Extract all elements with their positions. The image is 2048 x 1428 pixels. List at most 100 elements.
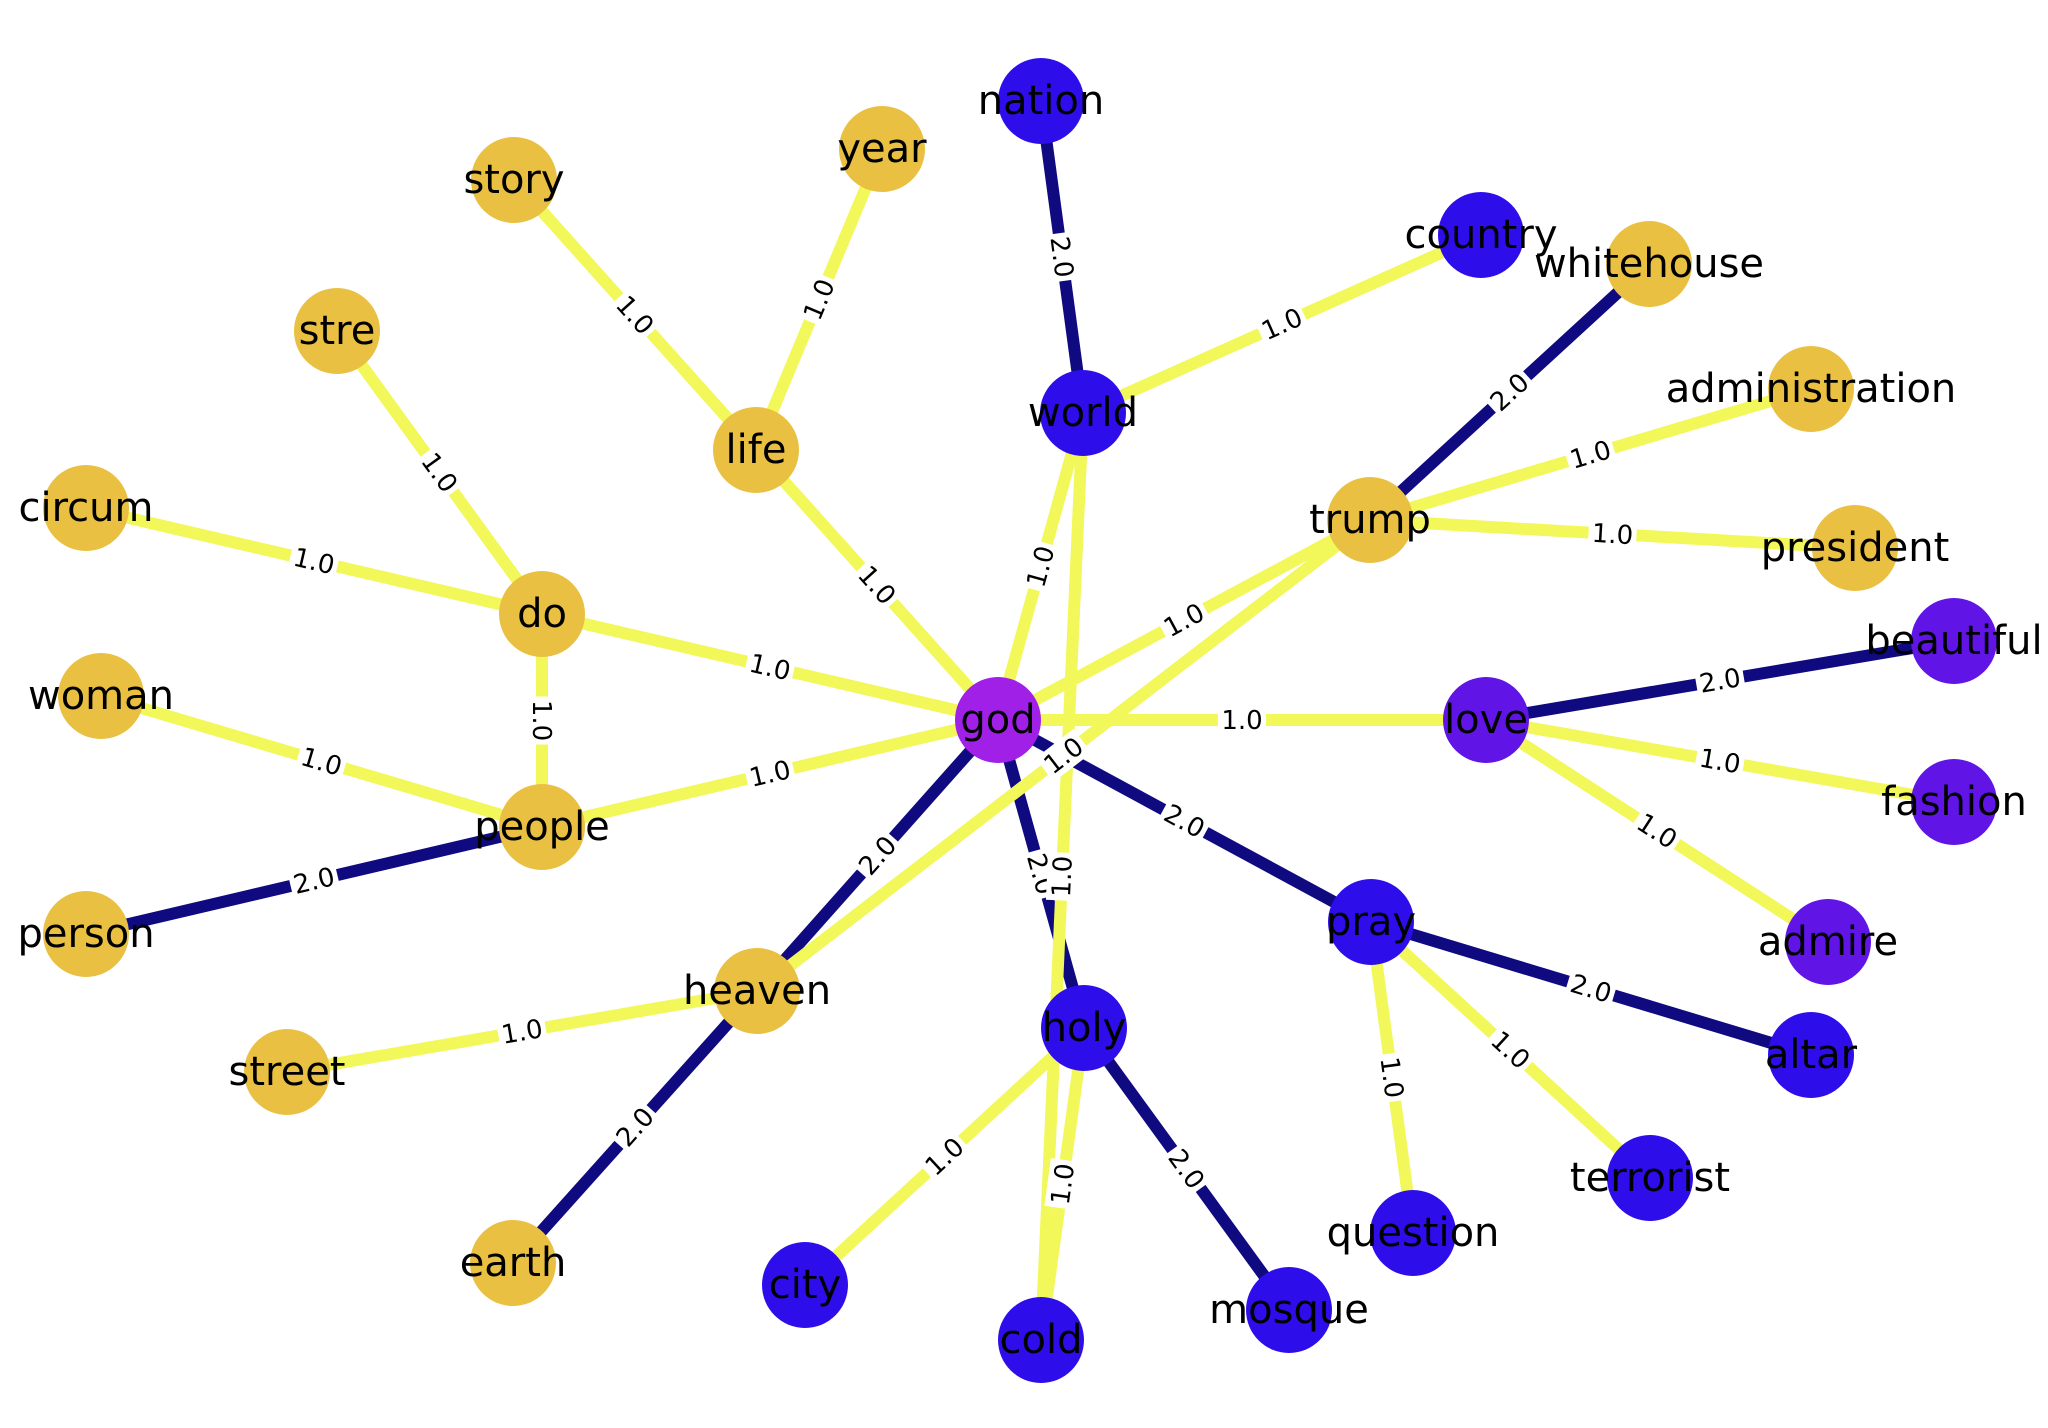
- node-president[interactable]: [1812, 505, 1898, 591]
- node-label-mosque: mosque: [1209, 1287, 1369, 1333]
- node-year[interactable]: [839, 106, 925, 192]
- edge-label-group: 1.0: [1693, 742, 1747, 781]
- node-label-trump: trump: [1309, 497, 1431, 543]
- node-cold[interactable]: [998, 1297, 1084, 1383]
- node-trump[interactable]: [1327, 477, 1413, 563]
- edge-label-box: [287, 860, 341, 901]
- node-heaven[interactable]: [714, 948, 800, 1034]
- node-label-question: question: [1327, 1210, 1500, 1256]
- node-label-beautiful: beautiful: [1865, 618, 2042, 664]
- edge-label-group: 2.0: [1043, 231, 1081, 283]
- edge-label-box: [413, 444, 466, 501]
- edge-label-group: 2.0: [1563, 967, 1619, 1010]
- node-label-cold: cold: [1000, 1317, 1083, 1363]
- node-story[interactable]: [471, 137, 557, 223]
- node-whitehouse[interactable]: [1606, 221, 1692, 307]
- edge-label-group: 2.0: [287, 860, 341, 901]
- edge-label-group: 1.0: [495, 1012, 549, 1051]
- edge-label-box: [916, 1129, 973, 1184]
- node-terrorist[interactable]: [1607, 1135, 1693, 1221]
- node-woman[interactable]: [58, 653, 144, 739]
- node-label-country: country: [1405, 212, 1558, 258]
- node-label-street: street: [229, 1049, 346, 1095]
- node-country[interactable]: [1438, 192, 1524, 278]
- node-person[interactable]: [43, 891, 129, 977]
- edge-label-group: 1.0: [1218, 705, 1266, 736]
- edge-label-box: [1155, 595, 1213, 645]
- node-fashion[interactable]: [1911, 759, 1997, 845]
- node-city[interactable]: [762, 1242, 848, 1328]
- node-label-whitehouse: whitehouse: [1534, 241, 1764, 287]
- node-beautiful[interactable]: [1911, 598, 1997, 684]
- edge-label-group: 2.0: [1693, 661, 1747, 700]
- node-label-holy: holy: [1042, 1005, 1127, 1051]
- node-labels-layer: godnationyearstorycountrywhitehousestrea…: [17, 78, 2042, 1363]
- edge-weight-label: 1.0: [526, 700, 556, 741]
- edge-label-box: [1693, 742, 1747, 780]
- edge-label-group: 1.0: [1587, 517, 1638, 551]
- node-pray[interactable]: [1328, 879, 1414, 965]
- node-life[interactable]: [713, 407, 799, 493]
- edge-label-box: [1563, 433, 1618, 476]
- edge-label-group: 1.0: [526, 696, 557, 745]
- edge-weight-label: 1.0: [297, 742, 345, 783]
- edge-weight-label: 2.0: [1043, 235, 1078, 280]
- node-label-people: people: [474, 804, 610, 850]
- edge-weight-label: 1.0: [1567, 435, 1615, 476]
- node-altar[interactable]: [1768, 1012, 1854, 1098]
- edge-label-box: [849, 557, 905, 613]
- edge-label-box: [1628, 805, 1686, 857]
- node-label-world: world: [1028, 390, 1138, 436]
- node-people[interactable]: [499, 784, 585, 870]
- edge-weight-label: 2.0: [1697, 663, 1743, 699]
- edge-weight-label: 1.0: [1373, 1055, 1408, 1100]
- node-label-year: year: [837, 126, 927, 172]
- node-do[interactable]: [499, 571, 585, 657]
- node-mosque[interactable]: [1246, 1267, 1332, 1353]
- edge-weight-label: 1.0: [1046, 1162, 1081, 1207]
- edge-label-box: [1044, 1158, 1081, 1210]
- edge-label-box: [607, 287, 663, 343]
- edge-label-box: [1587, 517, 1638, 551]
- node-nation[interactable]: [998, 58, 1084, 144]
- node-label-circum: circum: [19, 485, 154, 531]
- edge-label-box: [795, 271, 843, 328]
- node-god[interactable]: [955, 677, 1041, 763]
- node-label-terrorist: terrorist: [1570, 1155, 1730, 1201]
- edge-weight-label: 1.0: [1697, 744, 1743, 781]
- edge-label-box: [527, 696, 557, 745]
- node-label-love: love: [1444, 697, 1528, 743]
- node-admire[interactable]: [1785, 899, 1871, 985]
- edge-label-group: 1.0: [1019, 539, 1062, 594]
- node-label-story: story: [463, 157, 564, 203]
- node-label-do: do: [517, 591, 567, 637]
- node-earth[interactable]: [470, 1220, 556, 1306]
- edge-weight-label: 1.0: [290, 543, 337, 582]
- node-label-life: life: [726, 427, 787, 473]
- node-world[interactable]: [1040, 370, 1126, 456]
- edge-label-box: [1253, 300, 1311, 348]
- edge-weight-label: 1.0: [1021, 543, 1061, 591]
- edge-label-box: [495, 1012, 549, 1051]
- edge-weight-label: 1.0: [499, 1014, 545, 1051]
- edge-weight-label: 1.0: [747, 755, 794, 794]
- edge-label-group: 1.0: [287, 540, 341, 582]
- node-love[interactable]: [1443, 677, 1529, 763]
- node-label-fashion: fashion: [1881, 779, 2027, 825]
- node-administration[interactable]: [1768, 346, 1854, 432]
- edge-label-box: [1043, 231, 1081, 283]
- node-label-altar: altar: [1765, 1032, 1858, 1078]
- node-label-woman: woman: [28, 673, 174, 719]
- node-label-administration: administration: [1666, 366, 1957, 412]
- edge-label-box: [607, 1099, 663, 1155]
- node-question[interactable]: [1370, 1190, 1456, 1276]
- node-circum[interactable]: [43, 465, 129, 551]
- node-street[interactable]: [244, 1029, 330, 1115]
- node-stre[interactable]: [294, 288, 380, 374]
- edge-label-box: [1019, 539, 1062, 594]
- edge-weight-label: 2.0: [291, 862, 338, 901]
- node-holy[interactable]: [1041, 985, 1127, 1071]
- edge-weight-label: 1.0: [746, 649, 793, 688]
- nodes-layer: [43, 58, 1997, 1383]
- edge-label-box: [1373, 1051, 1411, 1104]
